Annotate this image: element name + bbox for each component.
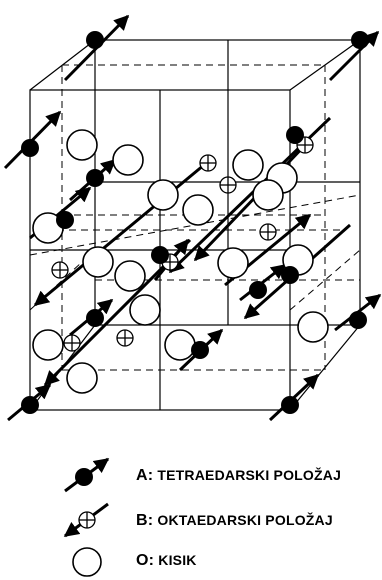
legend-label: TETRAEDARSKI POLOŽAJ bbox=[157, 467, 342, 483]
legend-code: O: bbox=[136, 552, 155, 569]
legend-code: B: bbox=[136, 512, 154, 529]
tetrahedral-atoms bbox=[21, 31, 369, 414]
spinel-lattice-diagram bbox=[3, 14, 382, 422]
legend-label: KISIK bbox=[158, 552, 197, 568]
filled-circle-arrow-icon bbox=[64, 457, 110, 493]
octahedral-atoms bbox=[51, 136, 314, 352]
oxygen-atoms bbox=[32, 129, 329, 394]
legend-octahedral: B: OKTAEDARSKI POLOŽAJ bbox=[60, 500, 380, 540]
legend-code: A: bbox=[136, 467, 154, 484]
open-circle-icon bbox=[72, 547, 102, 577]
legend-oxygen: O: KISIK bbox=[60, 540, 380, 580]
legend-label: OKTAEDARSKI POLOŽAJ bbox=[157, 512, 333, 528]
legend-tetrahedral: A: TETRAEDARSKI POLOŽAJ bbox=[60, 455, 380, 495]
crossed-circle-arrow-icon bbox=[63, 502, 109, 538]
